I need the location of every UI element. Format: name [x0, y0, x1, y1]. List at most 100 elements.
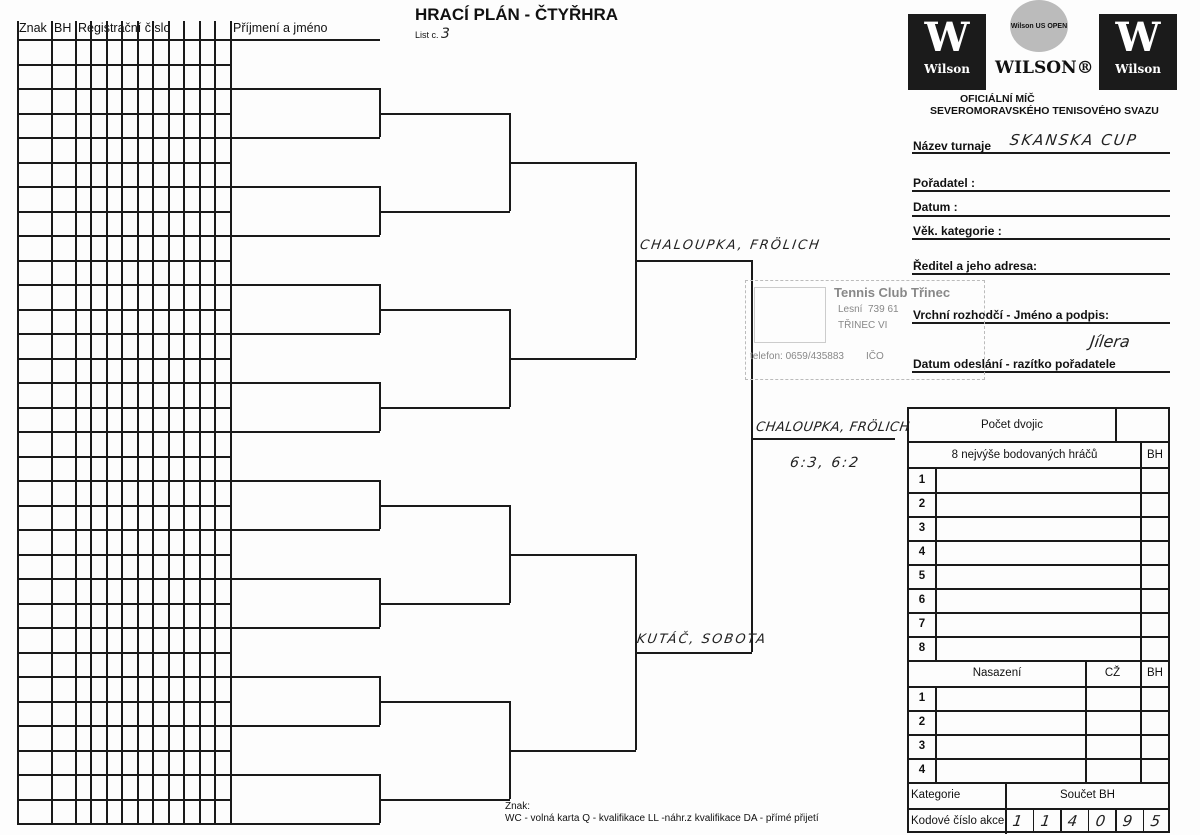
table-line	[909, 516, 1170, 518]
bracket-r1	[379, 480, 381, 529]
stamp-club: Tennis Club Třinec	[834, 285, 951, 300]
bracket-r3-line	[510, 750, 636, 752]
form-line	[912, 322, 1170, 324]
form-line	[912, 152, 1170, 154]
top8-row-number: 2	[918, 498, 926, 510]
tournament-label: Název turnaje	[913, 139, 992, 153]
table-line	[909, 612, 1170, 614]
stamp-street: Lesní	[838, 304, 863, 315]
summary-table: Počet dvojic 8 nejvýše bodovaných hráčů …	[907, 407, 1170, 834]
row-line	[17, 137, 380, 139]
column-line	[168, 21, 170, 824]
bracket-r1	[379, 186, 381, 235]
row-line	[17, 162, 230, 164]
seed-row-number: 2	[918, 716, 926, 728]
row-line	[17, 578, 380, 580]
stamp-emblem	[754, 287, 826, 343]
bracket-r3-line	[510, 162, 636, 164]
tournament-value: SKANSKA CUP	[1008, 131, 1139, 149]
stamp-phone: telefon: 0659/435883	[750, 351, 844, 362]
bracket-final	[751, 260, 753, 652]
form-line	[912, 371, 1170, 373]
legend-text: WC - volná karta Q - kvalifikace LL -náh…	[505, 813, 819, 824]
table-line	[909, 636, 1170, 638]
top8-bh-label: BH	[1147, 449, 1163, 461]
bracket-r1	[379, 676, 381, 725]
table-line	[909, 710, 1170, 712]
event-code-digit: 0	[1093, 811, 1109, 830]
age-category-label: Věk. kategorie :	[913, 224, 1002, 238]
date-label: Datum :	[913, 200, 958, 214]
bracket-r2-line	[380, 113, 510, 115]
event-code-digit: 5	[1148, 811, 1164, 830]
top8-row-number: 1	[918, 474, 926, 486]
table-line	[1087, 808, 1089, 833]
legend-title: Znak:	[505, 801, 531, 812]
column-line	[152, 21, 154, 824]
col-bh: BH	[54, 21, 72, 35]
seed-bh-label: BH	[1147, 667, 1163, 679]
table-line	[1115, 409, 1117, 441]
sheet-label: List c.	[415, 30, 439, 40]
row-line	[17, 186, 380, 188]
event-code-label: Kodové číslo akce	[911, 814, 1005, 827]
row-line	[17, 431, 380, 433]
table-line	[909, 564, 1170, 566]
brand-line2: SEVEROMORAVSKÉHO TENISOVÉHO SVAZU	[930, 105, 1159, 117]
bracket-r1	[379, 578, 381, 627]
col-znak: Znak	[19, 21, 47, 35]
table-line	[909, 660, 1170, 662]
winner-line	[752, 438, 895, 440]
table-line	[909, 686, 1170, 688]
referee-label: Vrchní rozhodčí - Jméno a podpis:	[913, 308, 1110, 322]
table-line	[909, 492, 1170, 494]
table-line	[1142, 808, 1144, 833]
top8-row-number: 6	[918, 594, 926, 606]
top8-label: 8 nejvýše bodovaných hráčů	[951, 449, 1098, 461]
director-label: Ředitel a jeho adresa:	[913, 259, 1038, 273]
row-line	[17, 676, 380, 678]
row-line	[17, 113, 230, 115]
bracket-r1	[379, 88, 381, 137]
bracket-sf-line	[636, 652, 752, 654]
table-line	[1085, 660, 1087, 782]
bracket-r1	[379, 382, 381, 431]
table-line	[935, 686, 937, 782]
pairs-count-label: Počet dvojic	[980, 419, 1043, 431]
bracket-r2-line	[380, 701, 510, 703]
bracket-r3-line	[510, 358, 636, 360]
form-line	[912, 273, 1170, 275]
event-code-digit: 1	[1038, 811, 1054, 830]
table-line	[1060, 808, 1062, 833]
row-line	[17, 211, 230, 213]
row-line	[17, 358, 230, 360]
top8-row-number: 7	[918, 618, 926, 630]
row-line	[17, 260, 230, 262]
final-score: 6:3, 6:2	[788, 455, 862, 471]
semifinal-bottom-team: KUTÁČ, SOBOTA	[635, 632, 769, 647]
bracket-r2-line	[380, 505, 510, 507]
column-line	[90, 21, 92, 824]
table-line	[1115, 808, 1117, 833]
top8-row-number: 5	[918, 570, 926, 582]
bracket-r2-line	[380, 799, 510, 801]
row-line	[17, 505, 230, 507]
bracket-r2-line	[380, 211, 510, 213]
row-line	[17, 554, 230, 556]
seed-row-number: 3	[918, 740, 926, 752]
column-line	[183, 21, 185, 824]
row-line	[17, 603, 230, 605]
table-line	[909, 734, 1170, 736]
column-line	[230, 21, 232, 824]
event-code-digit: 1	[1011, 811, 1026, 830]
category-label: Kategorie	[911, 789, 961, 801]
bracket-r1	[379, 284, 381, 333]
row-line	[17, 333, 380, 335]
seed-row-number: 1	[918, 692, 926, 704]
sheet-number: List c. 3	[415, 26, 452, 42]
page-title: HRACÍ PLÁN - ČTYŘHRA	[415, 5, 619, 24]
brand-name: WILSON®	[995, 58, 1094, 78]
column-line	[137, 21, 139, 824]
bracket-r2-line	[380, 309, 510, 311]
